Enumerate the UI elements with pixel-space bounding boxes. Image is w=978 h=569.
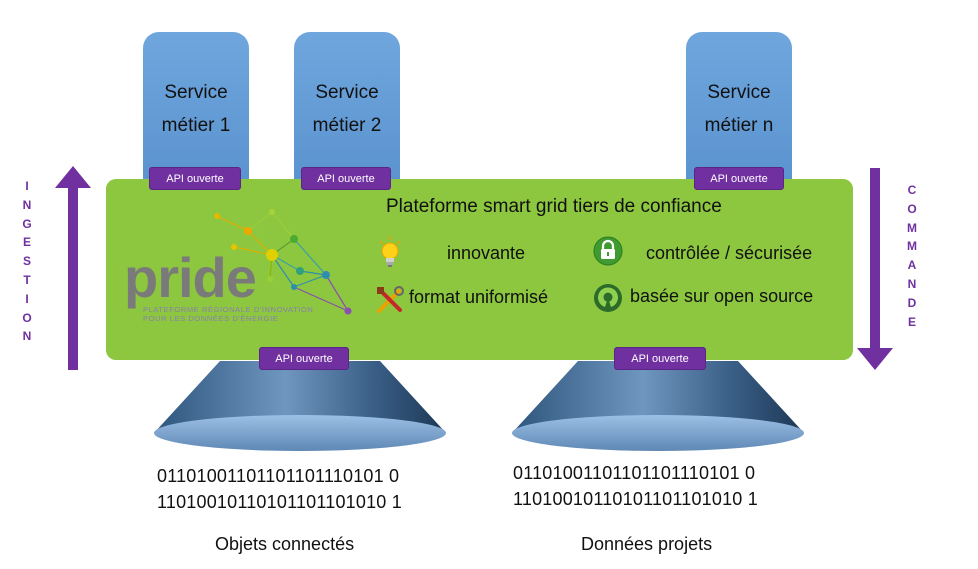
arrow-letter: E — [907, 314, 916, 329]
feature-controlee: contrôlée / sécurisée — [646, 243, 813, 263]
feature-open-source: basée sur open source — [630, 286, 814, 306]
arrow-letter: S — [22, 254, 31, 269]
caption-donnees-projets: Données projets — [581, 534, 713, 554]
pride-logo-word: pride — [124, 246, 257, 309]
service-label-line2: métier n — [704, 115, 774, 136]
tools-icon — [377, 286, 404, 313]
binary-line-2: 11010010110101101101010 1 — [157, 492, 402, 512]
arrow-letter: E — [22, 235, 31, 250]
arrow-letter: I — [25, 291, 29, 306]
arrow-letter: N — [22, 197, 32, 212]
pride-logo-subtitle-line1: PLATEFORME RÉGIONALE D'INNOVATION — [143, 305, 314, 314]
lightbulb-icon — [379, 236, 401, 267]
arrow-letter: M — [907, 239, 917, 254]
pride-logo-subtitle: PLATEFORME RÉGIONALE D'INNOVATION POUR L… — [143, 305, 313, 323]
pride-network-graphic — [214, 209, 352, 315]
service-label-line2: métier 1 — [161, 115, 231, 136]
arrow-letter: O — [907, 201, 917, 216]
service-label-line2: métier 2 — [312, 115, 382, 136]
feature-format: format uniformisé — [409, 287, 549, 307]
pride-logo-subtitle-line2: POUR LES DONNÉES D'ÉNERGIE — [143, 314, 279, 323]
api-label-projets: API ouverte — [614, 347, 706, 370]
arrow-letter: O — [22, 310, 32, 325]
api-label-service-1: API ouverte — [149, 167, 241, 190]
funnel-right — [512, 361, 804, 451]
funnel-left — [154, 361, 446, 451]
service-label-line1: Service — [164, 82, 228, 103]
open-source-icon — [594, 284, 622, 312]
service-box-n: Service métier n — [686, 32, 792, 182]
arrow-letter: C — [907, 183, 917, 197]
binary-line-1: 01101001101101101110101 0 — [157, 466, 400, 486]
binary-projets: 01101001101101101110101 0 11010010110101… — [513, 460, 758, 512]
arrow-letter: I — [25, 179, 29, 193]
arrow-letter: N — [907, 276, 917, 291]
ingestion-arrow-up — [55, 166, 91, 370]
api-label-objets: API ouverte — [259, 347, 349, 370]
platform-box — [106, 179, 853, 360]
feature-innovante: innovante — [447, 243, 526, 263]
platform-title: Plateforme smart grid tiers de confiance — [386, 196, 722, 217]
arrow-letter: D — [907, 295, 917, 310]
service-box-2: Service métier 2 — [294, 32, 400, 182]
padlock-icon — [593, 236, 623, 266]
arrow-letter: M — [907, 220, 917, 235]
binary-line-1: 01101001101101101110101 0 — [513, 463, 756, 483]
arrow-letter: A — [907, 258, 917, 273]
arrow-letter: G — [22, 216, 32, 231]
arrow-letter: N — [22, 329, 32, 344]
binary-line-2: 11010010110101101101010 1 — [513, 489, 758, 509]
api-label-service-2: API ouverte — [301, 167, 391, 190]
arrow-letter: T — [23, 272, 31, 287]
service-label-line1: Service — [707, 82, 771, 103]
service-box-1: Service métier 1 — [143, 32, 249, 182]
api-label-service-n: API ouverte — [694, 167, 784, 190]
caption-objets-connectes: Objets connectés — [215, 534, 355, 554]
binary-objets: 01101001101101101110101 0 11010010110101… — [157, 463, 402, 515]
service-label-line1: Service — [315, 82, 379, 103]
commande-arrow-down — [857, 168, 893, 370]
